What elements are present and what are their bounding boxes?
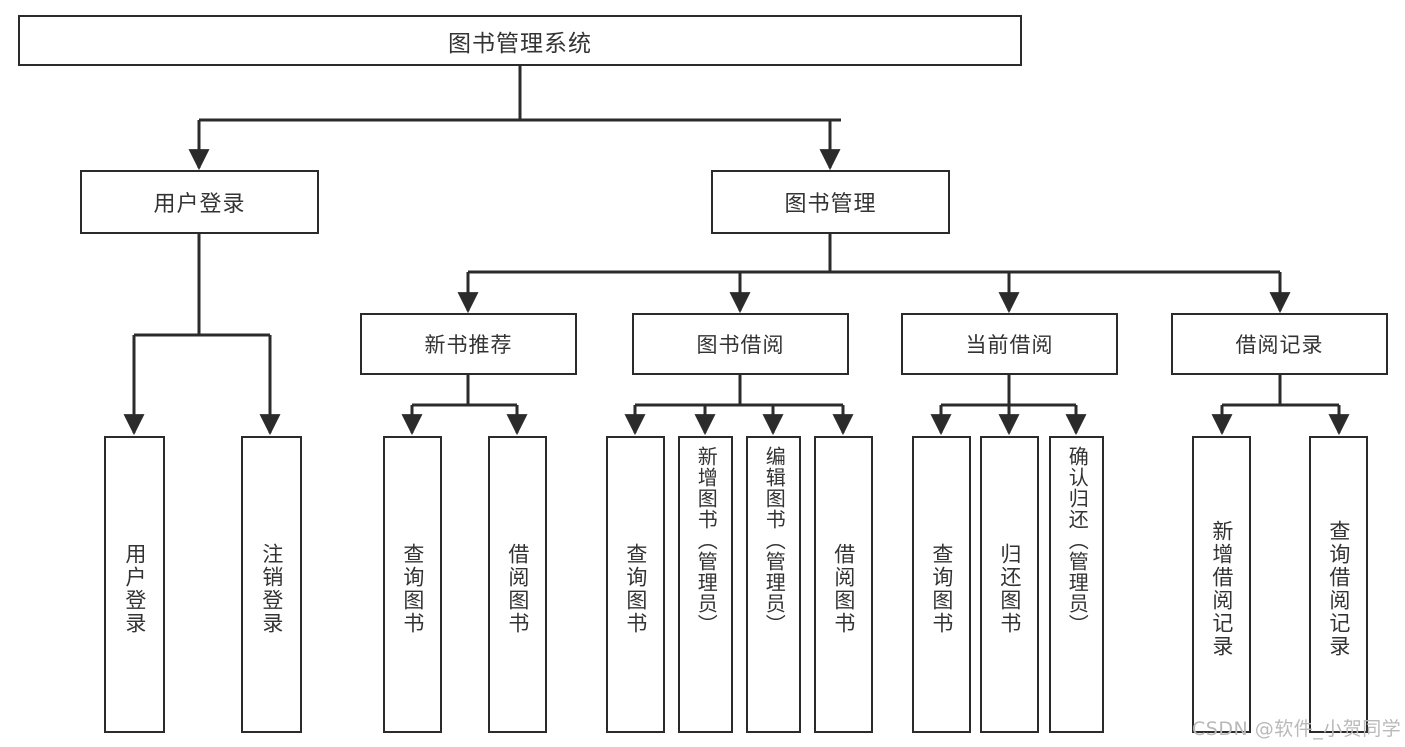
leaf-label: 查询图书 xyxy=(400,542,425,635)
node-book-management-label: 图书管理 xyxy=(784,192,877,217)
leaf-current-confirm-return-admin[interactable]: 确认归还（管理员） xyxy=(1049,436,1104,733)
leaf-current-query-book[interactable]: 查询图书 xyxy=(912,436,971,733)
node-root-label: 图书管理系统 xyxy=(448,30,592,57)
leaf-label: 用户登录 xyxy=(122,542,147,635)
leaf-label: 查询图书 xyxy=(929,542,954,635)
node-book-borrow-label: 图书借阅 xyxy=(696,333,785,357)
node-borrow-record-label: 借阅记录 xyxy=(1235,333,1324,357)
leaf-user-login-login[interactable]: 用户登录 xyxy=(104,436,165,733)
leaf-label: 查询图书 xyxy=(623,542,648,635)
leaf-recommend-query-book[interactable]: 查询图书 xyxy=(383,436,442,733)
leaf-label: 编辑图书（管理员） xyxy=(762,446,787,635)
leaf-label: 借阅图书 xyxy=(831,542,856,635)
leaf-borrow-edit-book-admin[interactable]: 编辑图书（管理员） xyxy=(746,436,801,733)
node-user-login[interactable]: 用户登录 xyxy=(80,170,319,234)
node-root-system[interactable]: 图书管理系统 xyxy=(18,15,1022,66)
csdn-watermark: CSDN @软件_小贺同学 xyxy=(1192,718,1402,740)
leaf-label: 注销登录 xyxy=(259,542,284,635)
leaf-borrow-borrow-book[interactable]: 借阅图书 xyxy=(814,436,873,733)
leaf-label: 新增借阅记录 xyxy=(1209,519,1234,658)
leaf-label: 归还图书 xyxy=(997,542,1022,635)
leaf-record-query-record[interactable]: 查询借阅记录 xyxy=(1309,436,1368,733)
node-current-borrow[interactable]: 当前借阅 xyxy=(901,313,1118,375)
node-book-management[interactable]: 图书管理 xyxy=(711,170,950,234)
node-borrow-record[interactable]: 借阅记录 xyxy=(1171,313,1388,375)
node-new-book-recommend[interactable]: 新书推荐 xyxy=(360,313,577,375)
node-current-borrow-label: 当前借阅 xyxy=(965,333,1054,357)
leaf-label: 查询借阅记录 xyxy=(1326,519,1351,658)
leaf-current-return-book[interactable]: 归还图书 xyxy=(980,436,1039,733)
node-book-borrow[interactable]: 图书借阅 xyxy=(632,313,849,375)
leaf-recommend-borrow-book[interactable]: 借阅图书 xyxy=(488,436,547,733)
leaf-label: 确认归还（管理员） xyxy=(1065,446,1090,635)
node-new-book-recommend-label: 新书推荐 xyxy=(424,333,513,357)
leaf-borrow-add-book-admin[interactable]: 新增图书（管理员） xyxy=(678,436,733,733)
leaf-label: 新增图书（管理员） xyxy=(694,446,719,635)
leaf-user-login-logout[interactable]: 注销登录 xyxy=(241,436,302,733)
leaf-label: 借阅图书 xyxy=(505,542,530,635)
node-user-login-label: 用户登录 xyxy=(153,192,246,217)
leaf-borrow-query-book[interactable]: 查询图书 xyxy=(606,436,665,733)
leaf-record-add-record[interactable]: 新增借阅记录 xyxy=(1192,436,1251,733)
